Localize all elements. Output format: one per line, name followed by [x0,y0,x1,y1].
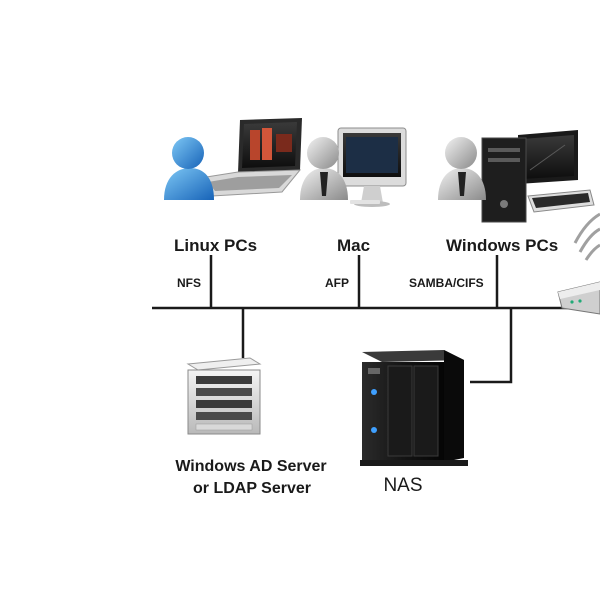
person-blue-icon [164,137,214,200]
windows-protocol-label: SAMBA/CIFS [409,276,484,290]
linux-protocol-label: NFS [177,276,201,290]
person-grey-icon [438,137,486,200]
linux-client-label: Linux PCs [174,236,257,255]
directory-server-label-line1: Windows AD Server [175,458,326,475]
mac-client [300,127,407,207]
mac-protocol-label: AFP [325,276,349,290]
laptop-icon [199,118,302,197]
nas-label: NAS [383,475,422,496]
nas-device-icon [360,350,468,466]
person-grey-icon [300,137,348,200]
wifi-router-icon [557,212,600,315]
nas-connection-line [470,308,513,384]
server-rack-icon [186,357,262,435]
desktop-pc-icon [481,130,595,223]
windows-client-label: Windows PCs [446,236,558,255]
network-bus [152,255,600,384]
windows-client [438,130,595,223]
linux-client [164,118,302,200]
directory-server-label-line2: or LDAP Server [193,480,311,497]
imac-icon [337,127,407,207]
mac-client-label: Mac [337,236,370,255]
